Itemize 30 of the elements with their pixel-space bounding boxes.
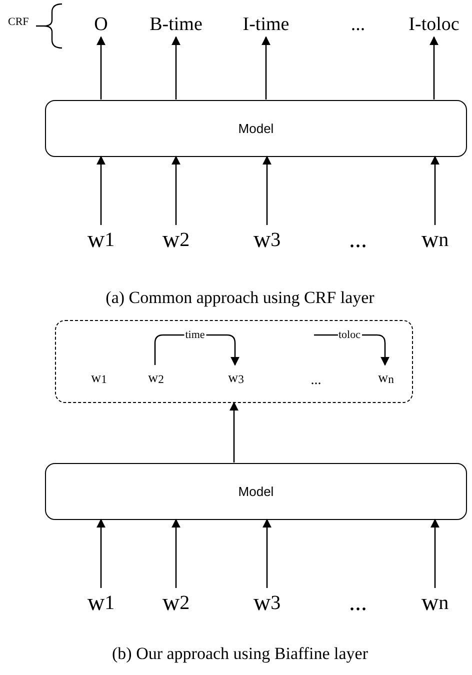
arrow [314, 334, 390, 366]
arrow [262, 156, 272, 225]
tag-label: O [91, 13, 111, 37]
model-box: Model [45, 462, 467, 520]
arrow [96, 36, 106, 100]
arrow [154, 334, 240, 366]
arrow [171, 36, 181, 100]
caption: (b) Our approach using Biaffine layer [112, 644, 368, 664]
tag-label: I-toloc [403, 13, 465, 37]
arrow [261, 36, 271, 100]
arrow [171, 156, 181, 225]
word-token: ... [307, 372, 325, 390]
arrow [430, 156, 440, 225]
side-label: CRF [8, 16, 29, 28]
model-box: Model [45, 100, 467, 156]
arrow [430, 518, 440, 588]
arrow [229, 402, 239, 462]
arrow [96, 518, 106, 588]
edge-label: time [184, 329, 206, 341]
arrow [262, 518, 272, 588]
arrow [171, 518, 181, 588]
arrow [429, 36, 439, 100]
tag-label: ... [346, 13, 370, 37]
word-token: ... [343, 225, 373, 255]
edge-label: toloc [338, 329, 362, 341]
arrow [96, 156, 106, 225]
caption: (a) Common approach using CRF layer [106, 288, 374, 308]
tag-label: B-time [144, 13, 208, 37]
word-token: ... [343, 588, 373, 618]
tag-label: I-time [238, 13, 294, 37]
